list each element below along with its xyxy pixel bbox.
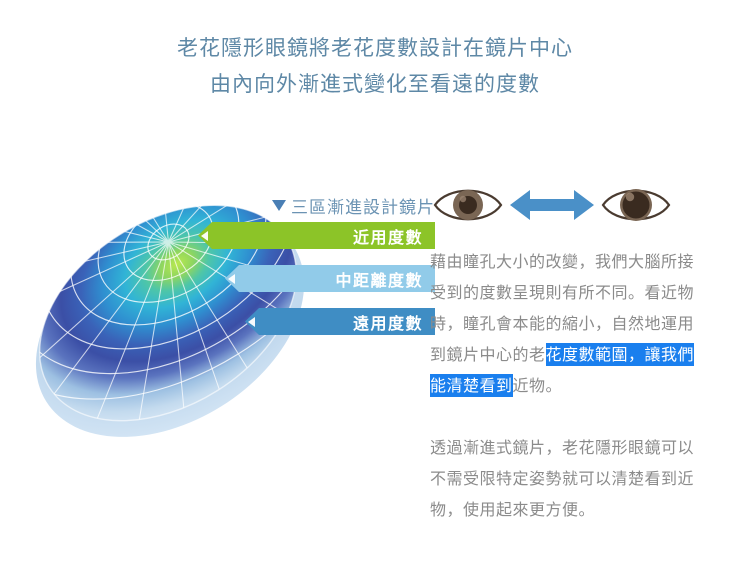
- page-title: 老花隱形眼鏡將老花度數設計在鏡片中心 由內向外漸進式變化至看遠的度數: [0, 30, 750, 102]
- zone-bar-intermediate-label: 中距離度數: [335, 270, 423, 290]
- double-headed-arrow-icon: [510, 190, 594, 220]
- paragraph-1: 藉由瞳孔大小的改變，我們大腦所接受到的度數呈現則有所不同。看近物時，瞳孔會本能的…: [430, 246, 710, 401]
- body-copy: 藉由瞳孔大小的改變，我們大腦所接受到的度數呈現則有所不同。看近物時，瞳孔會本能的…: [430, 246, 710, 525]
- paragraph-1-part-2: 近物。: [512, 376, 563, 395]
- paragraph-spacer: [430, 401, 710, 432]
- paragraph-2: 透過漸進式鏡片，老花隱形眼鏡可以不需受限特定姿勢就可以清楚看到近物，使用起來更方…: [430, 438, 695, 519]
- zone-bar-far-label: 遠用度數: [352, 313, 423, 333]
- eye-small-pupil-icon: [433, 189, 503, 221]
- pupil-comparison-illustration: [432, 180, 672, 230]
- triangle-down-icon: [272, 200, 286, 211]
- zone-bar-intermediate[interactable]: 中距離度數: [225, 265, 435, 292]
- paragraph-1-part-1: 藉由瞳孔大小的改變，我們大腦所接受到的度數呈現則有所不同。看近物時，瞳孔會本能的…: [430, 252, 695, 364]
- zone-label-group: 三區漸進設計鏡片 近用度數 中距離度數 遠用度數: [198, 193, 435, 363]
- arrow-left-icon: [248, 316, 255, 327]
- headline-line-2: 由內向外漸進式變化至看遠的度數: [210, 72, 540, 96]
- arrow-left-icon: [228, 273, 235, 284]
- eye-large-pupil-icon: [601, 189, 671, 221]
- zone-heading-label: 三區漸進設計鏡片: [291, 198, 435, 218]
- zone-heading: 三區漸進設計鏡片: [272, 193, 435, 218]
- zone-bar-far[interactable]: 遠用度數: [245, 308, 435, 335]
- zone-bar-near-label: 近用度數: [352, 227, 423, 247]
- headline-line-1: 老花隱形眼鏡將老花度數設計在鏡片中心: [177, 36, 573, 60]
- zone-bar-near[interactable]: 近用度數: [198, 222, 435, 249]
- arrow-left-icon: [201, 230, 208, 241]
